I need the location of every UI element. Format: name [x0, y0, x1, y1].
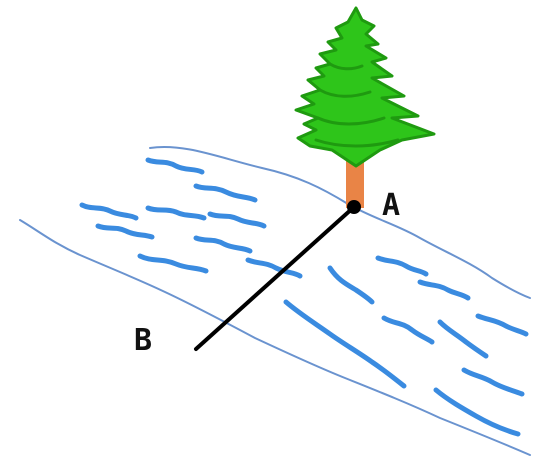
point-a-label: A: [382, 188, 400, 223]
far-river-bank: [149, 146, 531, 299]
tree-foliage-shading: [314, 62, 400, 148]
water-ripples: [79, 157, 529, 437]
point-b-label: B: [134, 323, 152, 358]
river-banks: [19, 146, 531, 456]
line-ab: [194, 205, 356, 351]
point-a-dot: [347, 200, 361, 214]
near-river-bank: [19, 219, 531, 456]
tree: [294, 6, 436, 208]
tree-foliage: [294, 6, 436, 168]
